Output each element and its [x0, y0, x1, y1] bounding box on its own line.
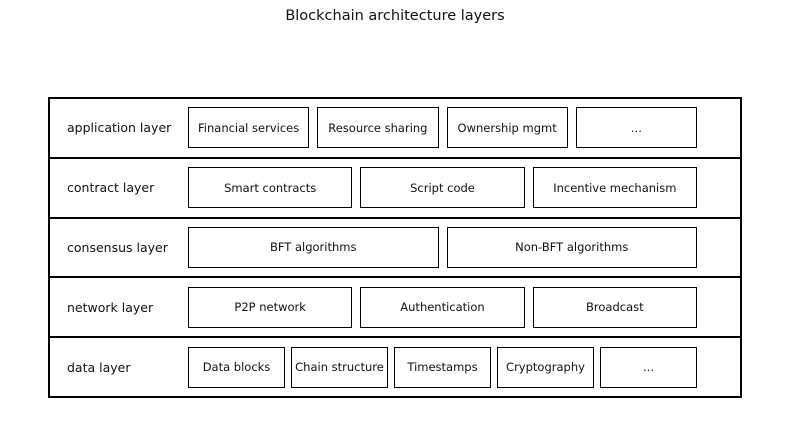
layer-row-consensus: consensus layer BFT algorithms Non-BFT a…	[50, 219, 740, 279]
network-layer-boxes: P2P network Authentication Broadcast	[188, 286, 697, 328]
diagram-title: Blockchain architecture layers	[285, 8, 505, 24]
layer-label-network: network layer	[67, 299, 154, 315]
application-layer-boxes: Financial services Resource sharing Owne…	[188, 107, 697, 149]
component-box-timestamps: Timestamps	[394, 346, 491, 388]
component-box-chain-structure: Chain structure	[291, 346, 388, 388]
layer-row-contract: contract layer Smart contracts Script co…	[50, 159, 740, 219]
layer-row-application: application layer Financial services Res…	[50, 99, 740, 159]
component-box-resource-sharing: Resource sharing	[317, 107, 439, 149]
layer-label-data: data layer	[67, 359, 131, 375]
layer-row-data: data layer Data blocks Chain structure T…	[50, 338, 740, 396]
data-layer-boxes: Data blocks Chain structure Timestamps C…	[188, 346, 697, 388]
component-box-data-blocks: Data blocks	[188, 346, 285, 388]
component-box-authentication: Authentication	[360, 286, 525, 328]
component-box-broadcast: Broadcast	[532, 286, 697, 328]
component-box-ownership-mgmt: Ownership mgmt	[446, 107, 568, 149]
layer-label-consensus: consensus layer	[67, 239, 168, 255]
component-box-application-ellipsis: ...	[575, 107, 697, 149]
layer-row-network: network layer P2P network Authentication…	[50, 278, 740, 339]
component-box-data-ellipsis: ...	[600, 346, 697, 388]
layer-stack: application layer Financial services Res…	[48, 97, 742, 398]
component-box-incentive-mechanism: Incentive mechanism	[532, 167, 697, 209]
contract-layer-boxes: Smart contracts Script code Incentive me…	[188, 167, 697, 209]
component-box-cryptography: Cryptography	[497, 346, 594, 388]
component-box-non-bft-algorithms: Non-BFT algorithms	[446, 226, 697, 268]
component-box-financial-services: Financial services	[188, 107, 310, 149]
component-box-script-code: Script code	[360, 167, 525, 209]
layer-label-contract: contract layer	[67, 180, 155, 196]
consensus-layer-boxes: BFT algorithms Non-BFT algorithms	[188, 226, 697, 268]
component-box-bft-algorithms: BFT algorithms	[188, 226, 439, 268]
component-box-p2p-network: P2P network	[188, 286, 353, 328]
layer-label-application: application layer	[67, 120, 172, 136]
component-box-smart-contracts: Smart contracts	[188, 167, 353, 209]
